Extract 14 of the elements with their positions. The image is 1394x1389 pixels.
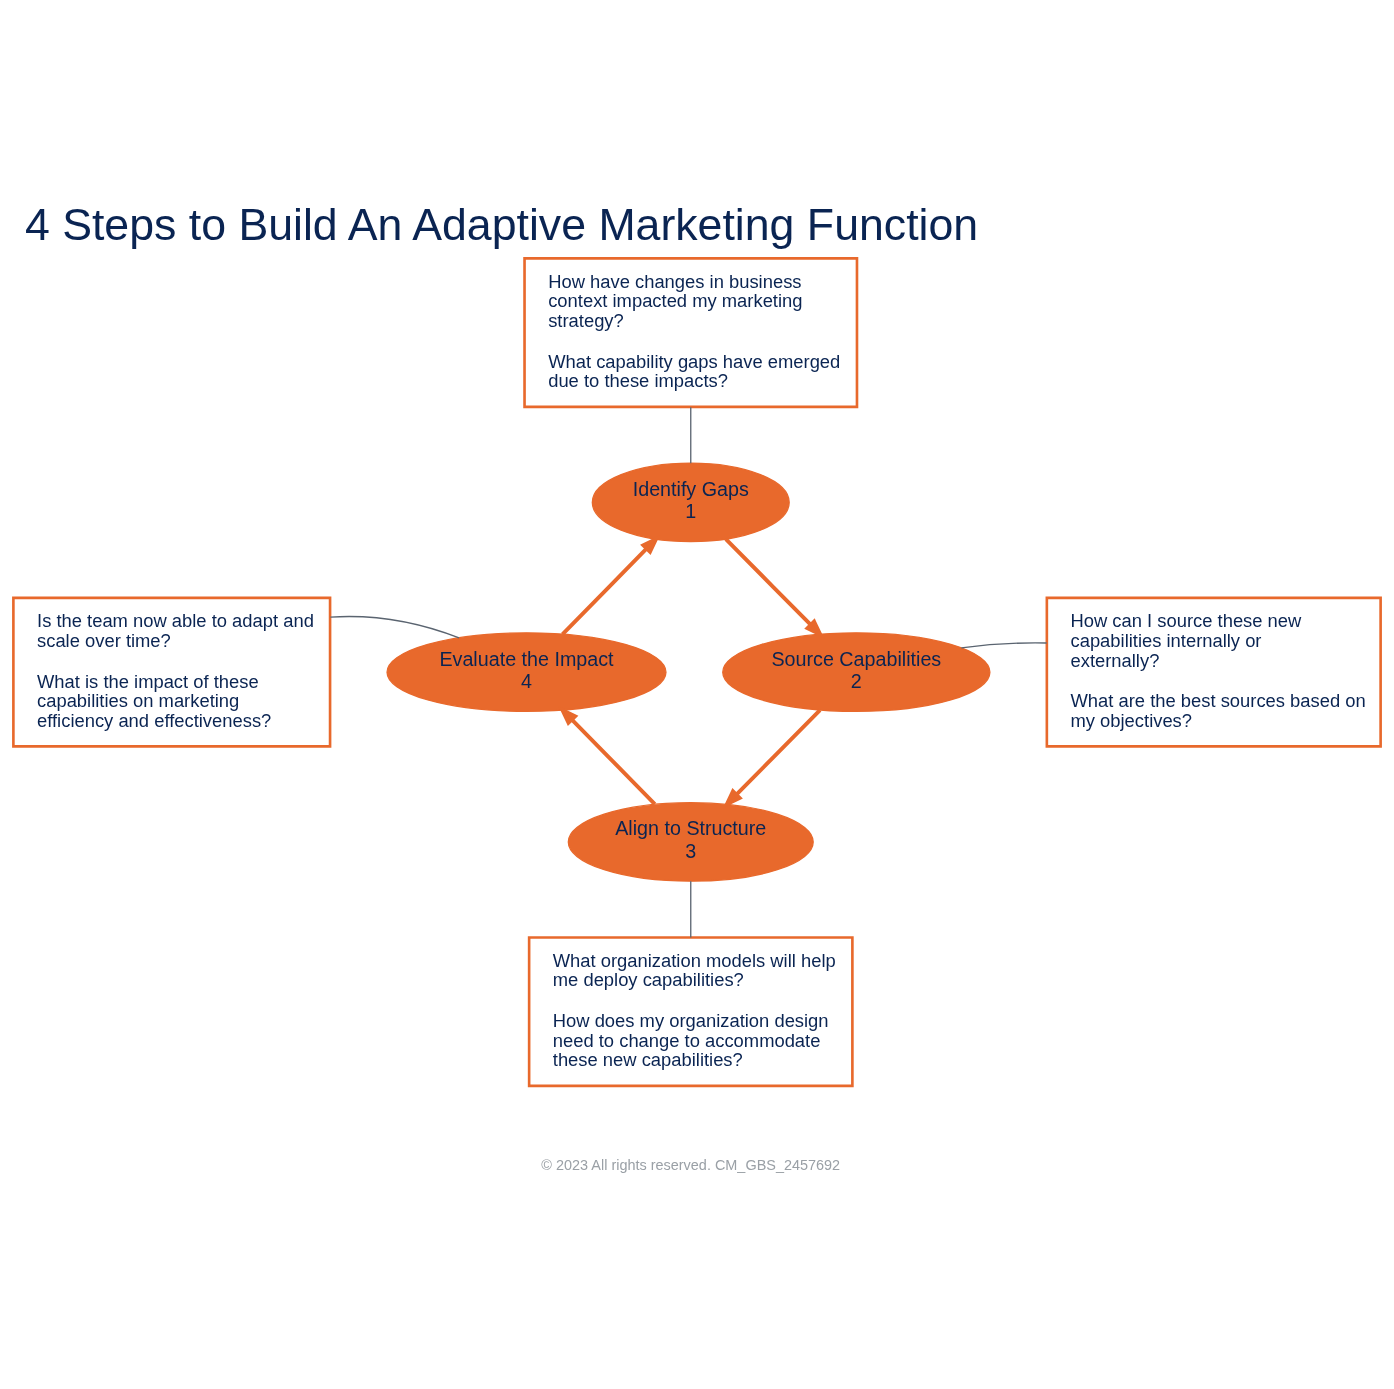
node-ellipse: Align to Structure 3	[567, 802, 814, 882]
node-ellipse: Identify Gaps 1	[591, 462, 790, 543]
connector	[329, 615, 460, 639]
connector	[960, 642, 1048, 649]
label: © 2023 All rights reserved. CM_GBS_2457692	[541, 1156, 841, 1173]
node-box: Is the team now able to adapt and scale over time? What is the impact of these capabilities on marketing efficiency and effectiveness?	[12, 596, 332, 748]
node-ellipse: Source Capabilities 2	[722, 632, 991, 713]
diagram-title: 4 Steps to Build An Adaptive Marketing Function	[24, 200, 979, 250]
node-box: How have changes in business context impacted my marketing strategy? What capability gaps have emerged due to these impacts?	[523, 257, 859, 409]
connector	[690, 880, 692, 939]
node-ellipse: Evaluate the Impact 4	[386, 632, 667, 713]
connector	[690, 406, 692, 464]
node-box: What organization models will help me deploy capabilities? How does my organization design need to change to accommodate these new capabilities?	[527, 936, 854, 1088]
node-box: How can I source these new capabilities internally or externally? What are the best sources based on my objectives?	[1045, 596, 1382, 748]
